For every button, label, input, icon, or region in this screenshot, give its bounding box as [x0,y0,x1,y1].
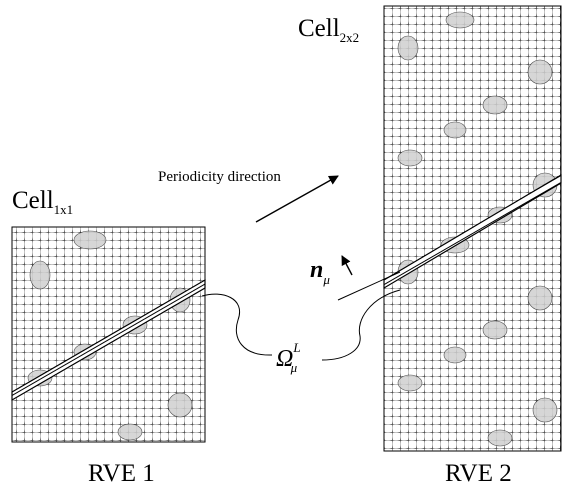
normal-arrow [341,255,353,276]
normal-label: nμ [310,257,330,287]
rve1-band [11,278,206,402]
cell-1x1-label: Cell1x1 [12,187,73,217]
periodicity-arrow [255,175,339,223]
cell-2x2-label: Cell2x2 [298,15,359,45]
rve2-band [383,173,562,290]
rve2-mesh [383,5,562,452]
rve1-label: RVE 1 [88,460,155,487]
normal-leader-line [337,271,401,301]
callout-curve-left [201,293,273,356]
callout-curve-right [321,289,401,361]
rve2-label: RVE 2 [445,460,512,487]
periodicity-label: Periodicity direction [158,169,281,185]
rve1-mesh [11,226,206,443]
